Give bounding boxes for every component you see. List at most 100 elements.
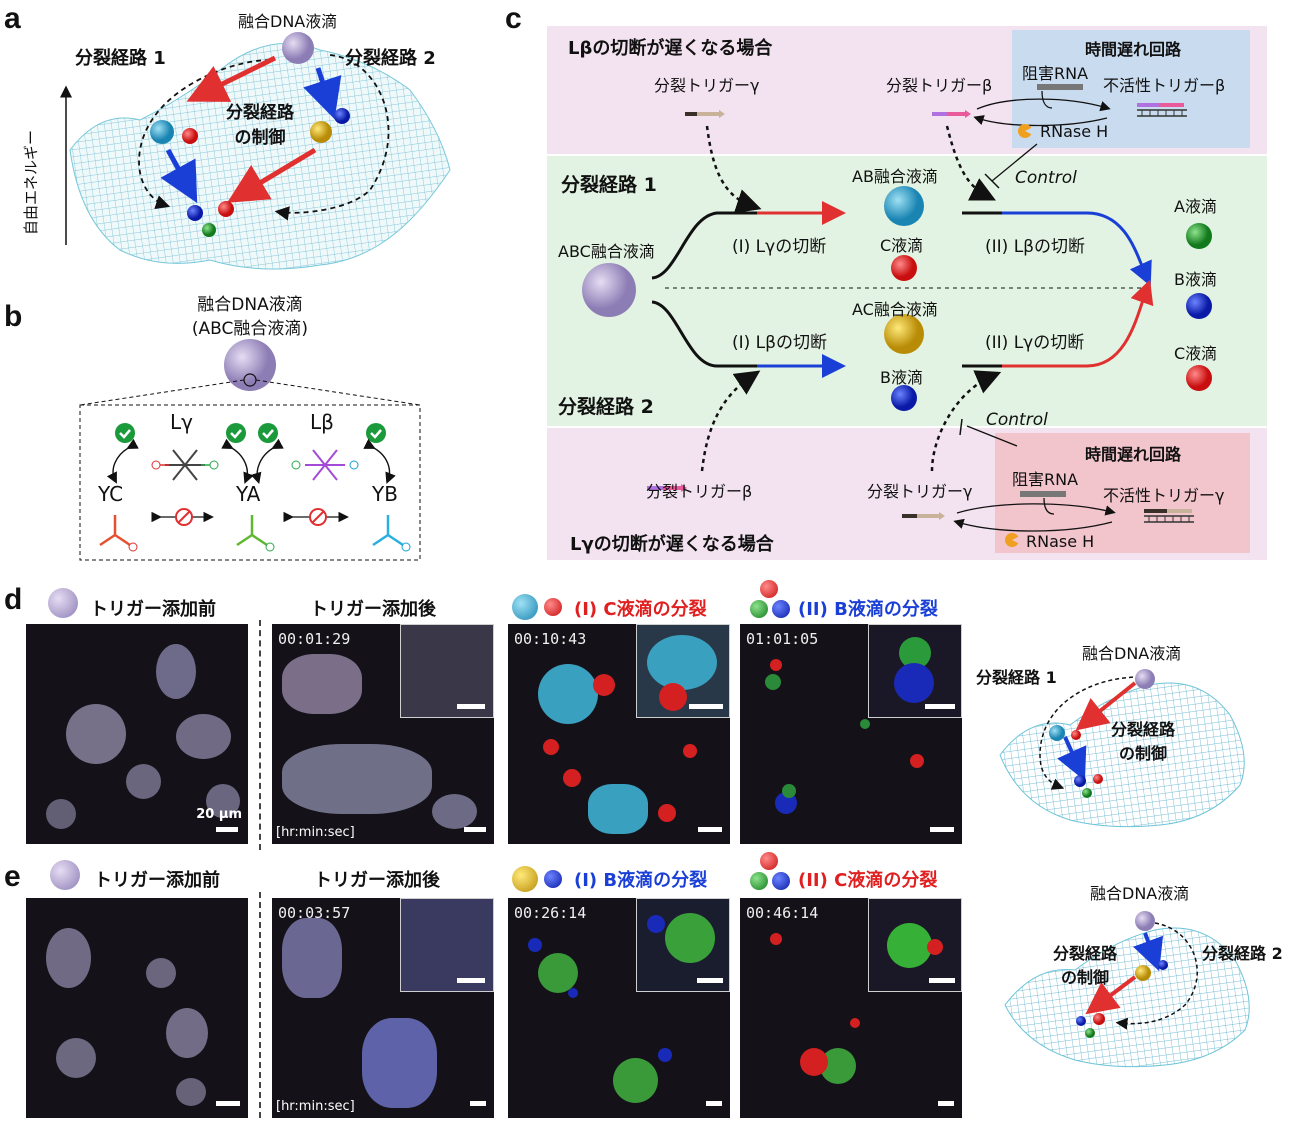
e-mini-path: 分裂経路 2 — [1202, 944, 1283, 963]
c-top-title: Lβの切断が遅くなる場合 — [568, 38, 773, 59]
d-mini-top: 融合DNA液滴 — [1082, 644, 1182, 663]
e-mini-control: 分裂経路 の制御 — [1052, 944, 1117, 987]
d-inset-3 — [636, 624, 730, 718]
c-rnase-top: RNase H — [1040, 122, 1109, 141]
c-inhibitor-top: 阻害RNA — [1022, 64, 1089, 83]
b-title2: (ABC融合液滴) — [191, 319, 309, 339]
d-header-2: トリガー添加後 — [310, 599, 436, 620]
c-b-drop-2: B液滴 — [880, 368, 923, 387]
e-image-2: 00:03:57 [hr:min:sec] — [272, 898, 494, 1118]
a-control-label: 分裂経路 の制御 — [226, 103, 294, 148]
e-header-4: (II) C液滴の分裂 — [798, 870, 938, 891]
b-ya-label: YA — [236, 482, 261, 506]
d-scalebar-2 — [464, 827, 486, 832]
c-abc: ABC融合液滴 — [558, 242, 655, 261]
b-schematic — [79, 339, 421, 561]
d-mini-control: 分裂経路 の制御 — [1110, 720, 1175, 763]
d-mini-path: 分裂経路 1 — [976, 668, 1057, 687]
d-mini-landscape — [999, 669, 1245, 828]
e-scalebar-2 — [470, 1101, 486, 1106]
a-yaxis-label: 自由エネルギー — [22, 129, 40, 235]
e-header-3: (I) B液滴の分裂 — [574, 870, 708, 891]
e-h4-red — [760, 852, 778, 870]
c-rnase-bottom: RNase H — [1026, 532, 1095, 551]
a-path1-label: 分裂経路 1 — [75, 48, 166, 69]
e-time-4: 00:46:14 — [746, 904, 819, 922]
e-inset-4 — [868, 898, 962, 992]
panel-b-label: b — [4, 300, 23, 333]
panel-a-landscape — [60, 32, 451, 270]
d-scale-label: 20 μm — [196, 807, 242, 822]
e-h3-blue — [544, 870, 562, 888]
e-mini-top: 融合DNA液滴 — [1090, 884, 1190, 903]
e-scalebar-4 — [938, 1101, 954, 1106]
c-control-top: Control — [1015, 168, 1077, 188]
c-cut1-lg: (I) Lγの切断 — [732, 237, 827, 257]
c-trig-g-bottom: 分裂トリガーγ — [867, 482, 973, 501]
d-h4-red — [760, 580, 778, 598]
c-diagram — [582, 84, 1212, 547]
c-trig-b-top: 分裂トリガーβ — [886, 76, 993, 95]
d-time-3: 00:10:43 — [514, 630, 587, 648]
e-scalebar-1 — [216, 1101, 240, 1106]
c-trig-b-bottom: 分裂トリガーβ — [646, 482, 753, 501]
panel-a-label: a — [4, 2, 21, 35]
b-lb-label: Lβ — [310, 410, 334, 434]
d-header-3: (I) C液滴の分裂 — [574, 599, 707, 620]
c-trig-g-top: 分裂トリガーγ — [654, 76, 760, 95]
d-time-2: 00:01:29 — [278, 630, 351, 648]
d-time-4: 01:01:05 — [746, 630, 819, 648]
c-delay-title-bottom: 時間遅れ回路 — [1085, 445, 1182, 464]
c-a-drop: A液滴 — [1174, 197, 1217, 216]
e-image-4: 00:46:14 — [740, 898, 962, 1118]
c-path1: 分裂経路 1 — [561, 174, 657, 196]
c-b-drop-1: B液滴 — [1174, 270, 1217, 289]
c-cut1-lb: (I) Lβの切断 — [732, 333, 828, 353]
panel-e-label: e — [4, 860, 21, 893]
c-ac: AC融合液滴 — [852, 300, 938, 319]
d-header-droplet — [48, 588, 78, 618]
e-header-2: トリガー添加後 — [314, 870, 440, 891]
d-unit-label: [hr:min:sec] — [276, 825, 355, 840]
c-delay-title-top: 時間遅れ回路 — [1085, 40, 1182, 59]
e-mini-landscape — [1004, 911, 1250, 1068]
e-image-1 — [26, 898, 248, 1118]
e-unit-label: [hr:min:sec] — [276, 1099, 355, 1114]
d-header-1: トリガー添加前 — [90, 599, 216, 620]
c-inhibitor-bottom: 阻害RNA — [1012, 470, 1079, 489]
panel-d-label: d — [4, 583, 23, 616]
d-h4-green — [750, 600, 768, 618]
e-time-2: 00:03:57 — [278, 904, 351, 922]
b-title1: 融合DNA液滴 — [197, 295, 303, 315]
c-c-drop-1: C液滴 — [880, 236, 924, 255]
d-inset-2 — [400, 624, 494, 718]
b-yc-label: YC — [98, 482, 124, 506]
e-time-3: 00:26:14 — [514, 904, 587, 922]
c-c-drop-2: C液滴 — [1174, 344, 1218, 363]
c-inactive-b: 不活性トリガーβ — [1103, 76, 1226, 95]
c-path2: 分裂経路 2 — [558, 396, 654, 418]
d-h4-blue — [772, 600, 790, 618]
c-ab: AB融合液滴 — [852, 167, 938, 186]
c-control-bottom: Control — [986, 410, 1048, 430]
e-header-1: トリガー添加前 — [94, 870, 220, 891]
e-inset-3 — [636, 898, 730, 992]
d-scalebar-3 — [698, 827, 722, 832]
panel-c-label: c — [505, 2, 522, 35]
e-divider — [259, 892, 261, 1118]
e-h3-gold — [512, 866, 538, 892]
e-scalebar-3 — [706, 1101, 722, 1106]
d-inset-4 — [868, 624, 962, 718]
d-scalebar-1 — [216, 827, 238, 832]
d-image-3: 00:10:43 — [508, 624, 730, 844]
c-cut2-lg: (II) Lγの切断 — [985, 333, 1085, 353]
c-bottom-title: Lγの切断が遅くなる場合 — [570, 534, 774, 555]
d-divider — [259, 620, 261, 850]
e-h4-blue — [772, 872, 790, 890]
e-header-droplet — [50, 860, 80, 890]
e-inset-2 — [400, 898, 494, 992]
d-h3-red — [544, 598, 562, 616]
a-top-label: 融合DNA液滴 — [238, 12, 338, 31]
d-image-4: 01:01:05 — [740, 624, 962, 844]
d-image-2: 00:01:29 [hr:min:sec] — [272, 624, 494, 844]
